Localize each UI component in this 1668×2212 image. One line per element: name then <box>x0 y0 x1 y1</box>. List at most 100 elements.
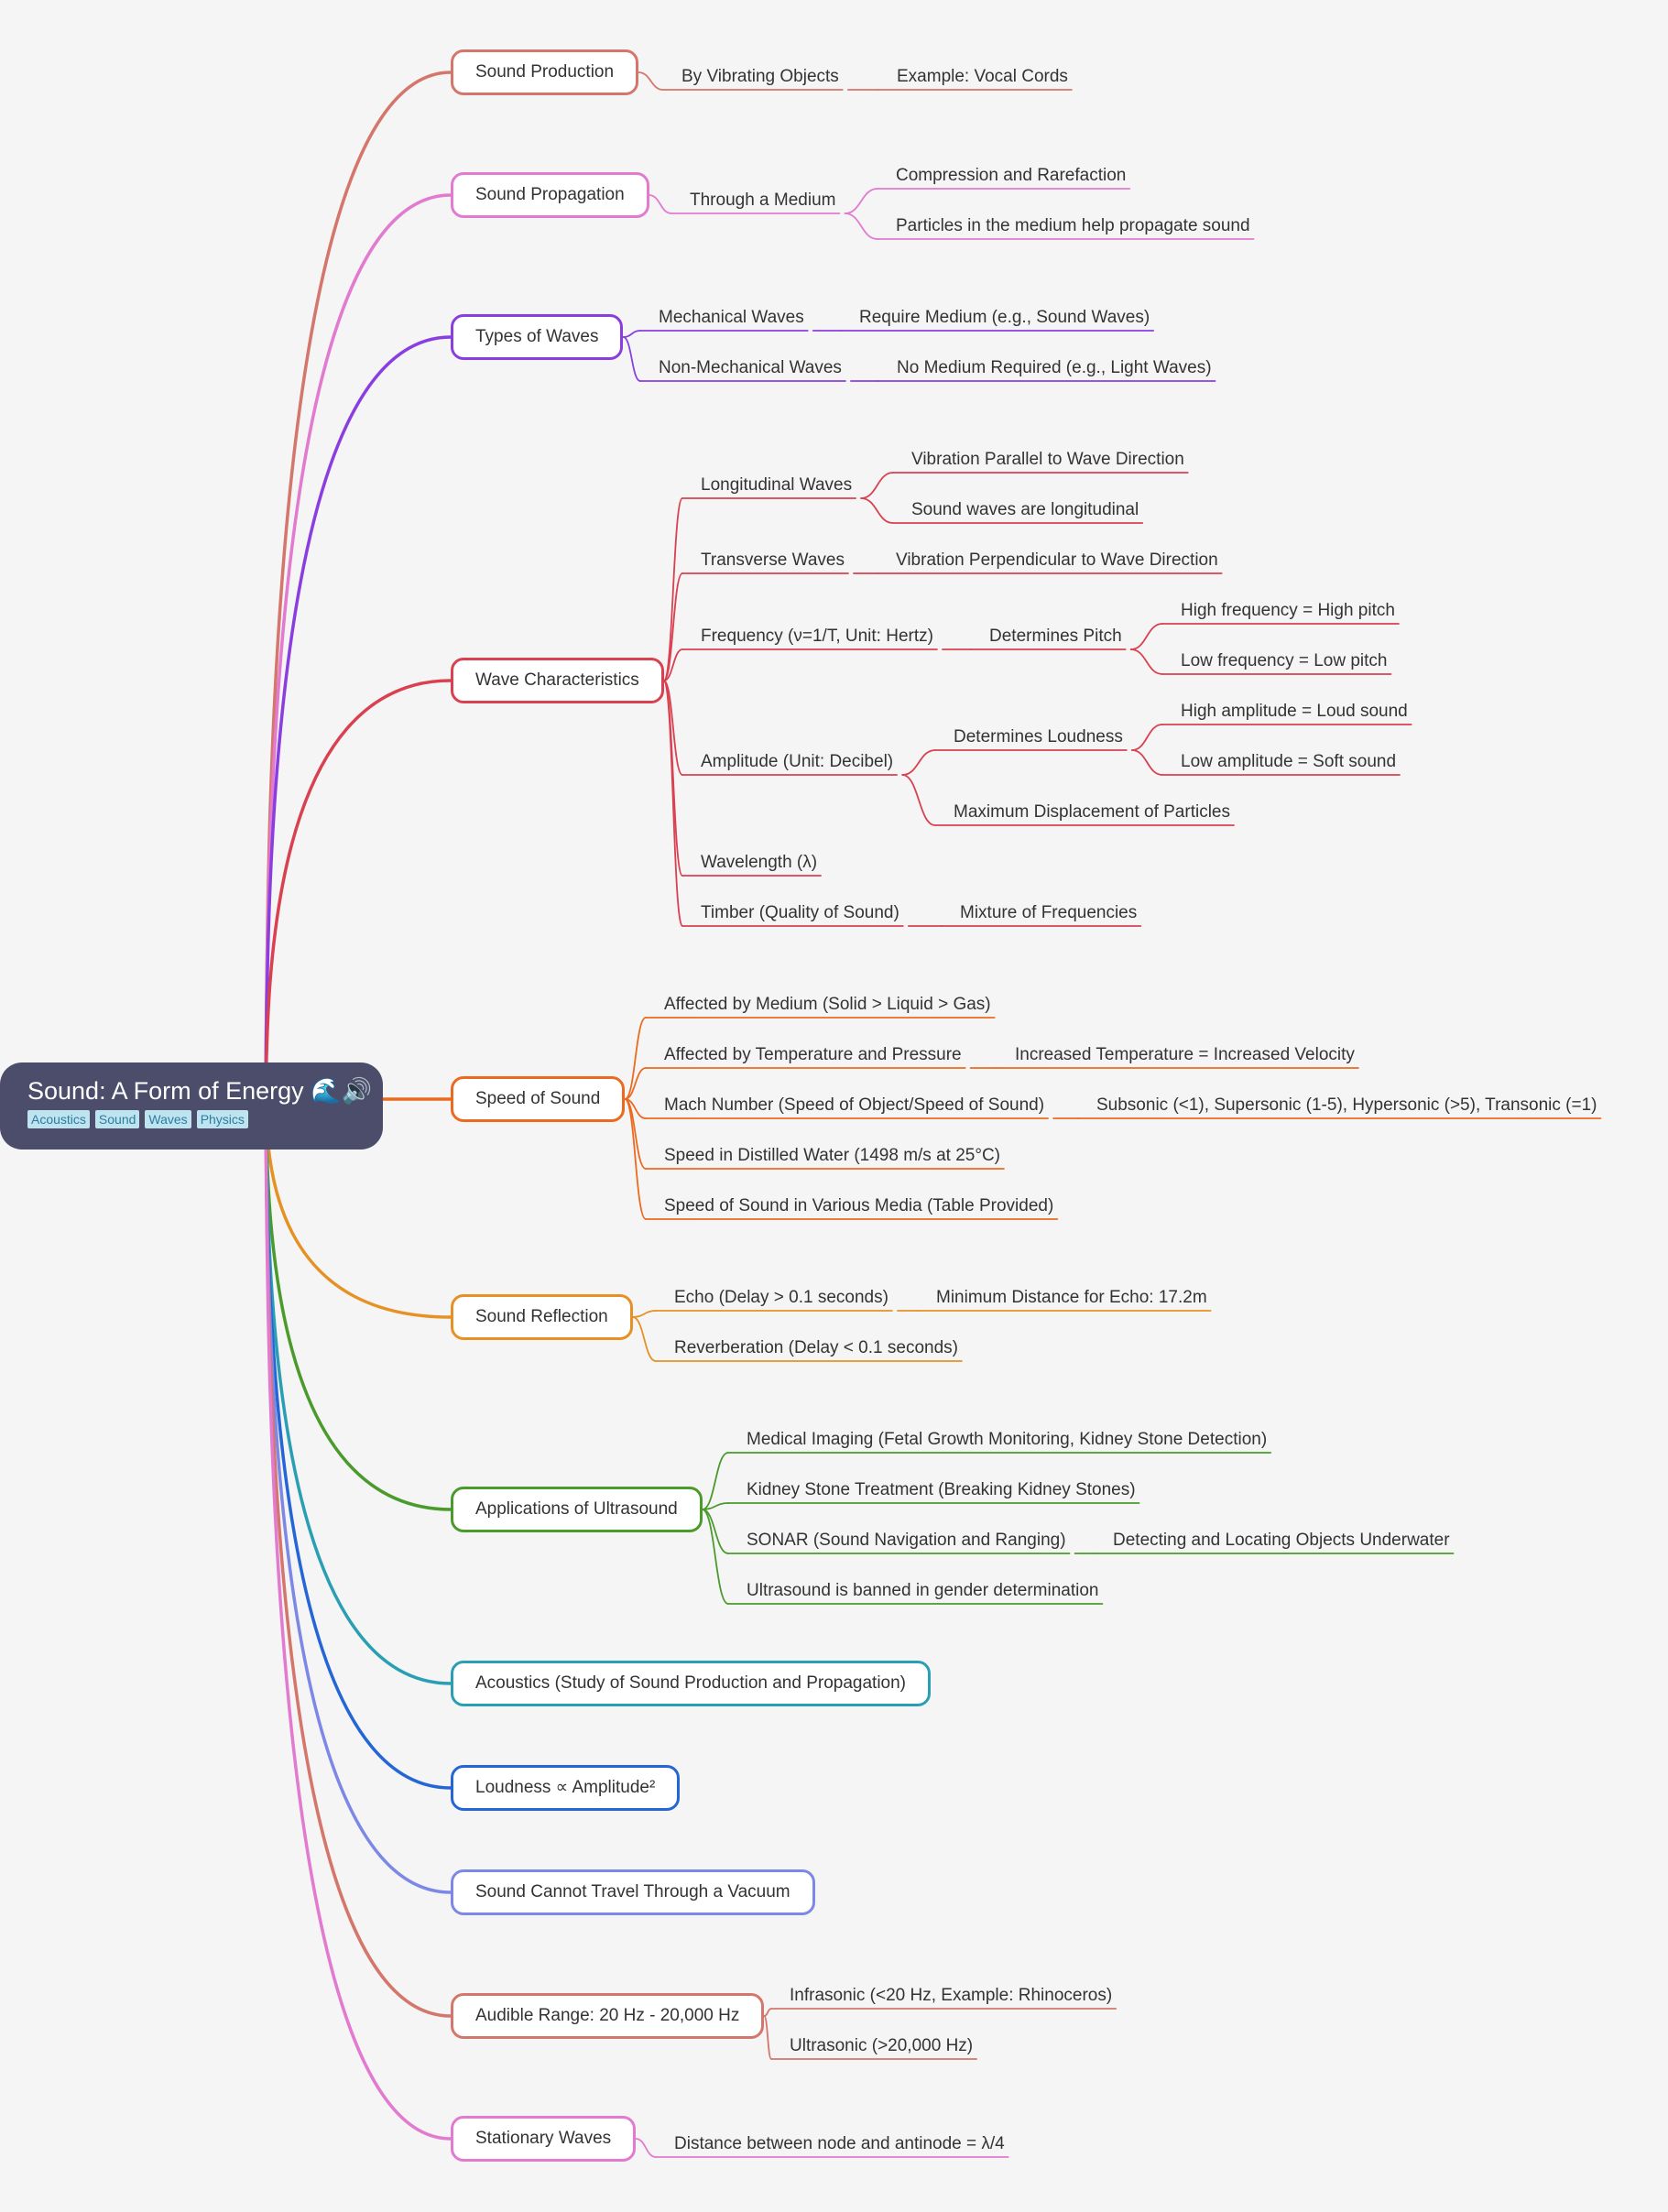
connector-branches-3-children-3-children-0-children-1 <box>1130 749 1163 776</box>
connector-branches-2-children-1 <box>622 336 641 382</box>
connector-branches-3-children-3-children-0-children-0 <box>1130 724 1163 751</box>
node-frequency[interactable]: Frequency (ν=1/T, Unit: Hertz) <box>701 627 933 646</box>
topic-loudness[interactable]: Loudness ∝ Amplitude² <box>451 1765 681 1811</box>
connector-topic-0 <box>264 71 452 1101</box>
node-detecting-objects[interactable]: Detecting and Locating Objects Underwate… <box>1113 1531 1450 1550</box>
connector-topic-11 <box>264 1097 452 2141</box>
topic-sound-production[interactable]: Sound Production <box>451 49 639 95</box>
node-transverse-waves[interactable]: Transverse Waves <box>701 550 845 570</box>
node-minimum-distance-echo[interactable]: Minimum Distance for Echo: 17.2m <box>936 1288 1207 1307</box>
node-speed-in-water[interactable]: Speed in Distilled Water (1498 m/s at 25… <box>664 1146 1000 1165</box>
connector-branches-4-children-1 <box>624 1067 647 1100</box>
connector-branches-3-children-2-children-0-children-0 <box>1129 623 1163 650</box>
connector-topic-9 <box>264 1097 452 1894</box>
node-high-frequency[interactable]: High frequency = High pitch <box>1181 601 1395 620</box>
connector-branches-1-children-0-children-1 <box>844 212 878 240</box>
node-infrasonic[interactable]: Infrasonic (<20 Hz, Example: Rhinoceros) <box>790 1986 1113 2005</box>
node-by-vibrating-objects[interactable]: By Vibrating Objects <box>681 67 839 86</box>
node-affected-by-medium[interactable]: Affected by Medium (Solid > Liquid > Gas… <box>664 995 991 1014</box>
connector-topic-6 <box>264 1097 452 1511</box>
node-amplitude[interactable]: Amplitude (Unit: Decibel) <box>701 752 894 771</box>
node-particles-propagate[interactable]: Particles in the medium help propagate s… <box>896 216 1250 235</box>
node-max-displacement[interactable]: Maximum Displacement of Particles <box>954 802 1230 822</box>
node-no-medium-required[interactable]: No Medium Required (e.g., Light Waves) <box>897 358 1212 377</box>
topic-vacuum[interactable]: Sound Cannot Travel Through a Vacuum <box>451 1869 815 1915</box>
node-ultrasound-banned[interactable]: Ultrasound is banned in gender determina… <box>747 1581 1099 1600</box>
topic-stationary-waves[interactable]: Stationary Waves <box>451 2116 637 2162</box>
connector-branches-6-children-0 <box>701 1452 729 1510</box>
topic-wave-characteristics[interactable]: Wave Characteristics <box>451 658 664 703</box>
node-increased-temperature[interactable]: Increased Temperature = Increased Veloci… <box>1015 1045 1355 1064</box>
node-mach-number[interactable]: Mach Number (Speed of Object/Speed of So… <box>664 1095 1045 1115</box>
node-mach-categories[interactable]: Subsonic (<1), Supersonic (1-5), Hyperso… <box>1096 1095 1597 1115</box>
node-low-amplitude[interactable]: Low amplitude = Soft sound <box>1181 752 1397 771</box>
connector-branches-3-children-1 <box>662 572 683 681</box>
node-example-vocal-cords[interactable]: Example: Vocal Cords <box>897 67 1068 86</box>
connector-branches-4-children-0 <box>624 1017 647 1100</box>
node-affected-by-temperature[interactable]: Affected by Temperature and Pressure <box>664 1045 962 1064</box>
connector-branches-2-children-0 <box>622 330 641 338</box>
node-vibration-perpendicular[interactable]: Vibration Perpendicular to Wave Directio… <box>896 550 1218 570</box>
connector-branches-10-children-1 <box>763 2015 772 2060</box>
node-sonar[interactable]: SONAR (Sound Navigation and Ranging) <box>747 1531 1066 1550</box>
tag-sound[interactable]: Sound <box>94 1110 140 1128</box>
node-timber[interactable]: Timber (Quality of Sound) <box>701 903 899 922</box>
tag-waves[interactable]: Waves <box>145 1110 191 1128</box>
node-longitudinal-waves[interactable]: Longitudinal Waves <box>701 475 853 495</box>
connector-branches-3-children-5 <box>662 680 683 927</box>
node-through-a-medium[interactable]: Through a Medium <box>690 191 836 210</box>
node-speed-various-media[interactable]: Speed of Sound in Various Media (Table P… <box>664 1196 1054 1215</box>
node-mechanical-waves[interactable]: Mechanical Waves <box>659 308 804 327</box>
node-determines-pitch[interactable]: Determines Pitch <box>989 627 1122 646</box>
connector-branches-3-children-3 <box>662 680 683 776</box>
node-compression-rarefaction[interactable]: Compression and Rarefaction <box>896 166 1127 185</box>
node-vibration-parallel[interactable]: Vibration Parallel to Wave Direction <box>911 450 1184 469</box>
connector-branches-11-children-0 <box>635 2138 657 2158</box>
connector-topic-2 <box>264 335 452 1101</box>
topic-sound-reflection[interactable]: Sound Reflection <box>451 1294 633 1340</box>
node-determines-loudness[interactable]: Determines Loudness <box>954 727 1123 746</box>
node-wavelength[interactable]: Wavelength (λ) <box>701 853 818 872</box>
connector-branches-3-children-0 <box>662 497 683 681</box>
connector-branches-6-children-3 <box>701 1509 729 1605</box>
topic-types-of-waves[interactable]: Types of Waves <box>451 314 624 360</box>
node-require-medium[interactable]: Require Medium (e.g., Sound Waves) <box>859 308 1150 327</box>
node-medical-imaging[interactable]: Medical Imaging (Fetal Growth Monitoring… <box>747 1430 1268 1449</box>
connector-branches-3-children-2-children-0-children-1 <box>1129 648 1163 675</box>
connector-branches-3-children-0-children-0 <box>860 472 894 499</box>
topic-acoustics[interactable]: Acoustics (Study of Sound Production and… <box>451 1661 932 1706</box>
connector-branches-3-children-4 <box>662 680 683 877</box>
connector-branches-3-children-2 <box>662 648 683 681</box>
topic-sound-propagation[interactable]: Sound Propagation <box>451 172 649 218</box>
connector-topic-8 <box>264 1097 452 1790</box>
connector-branches-4-children-4 <box>624 1098 647 1220</box>
connector-topic-1 <box>264 193 452 1101</box>
connector-branches-0-children-0 <box>638 71 664 91</box>
node-node-antinode-distance[interactable]: Distance between node and antinode = λ/4 <box>674 2134 1005 2153</box>
topic-audible-range[interactable]: Audible Range: 20 Hz - 20,000 Hz <box>451 1993 765 2039</box>
node-low-frequency[interactable]: Low frequency = Low pitch <box>1181 651 1388 670</box>
node-mixture-of-frequencies[interactable]: Mixture of Frequencies <box>960 903 1138 922</box>
topic-speed-of-sound[interactable]: Speed of Sound <box>451 1076 626 1122</box>
connector-branches-1-children-0 <box>648 194 672 214</box>
node-sound-waves-longitudinal[interactable]: Sound waves are longitudinal <box>911 500 1139 519</box>
connector-branches-3-children-3-children-1 <box>901 774 936 826</box>
connector-branches-3-children-0-children-1 <box>860 497 894 524</box>
node-ultrasonic[interactable]: Ultrasonic (>20,000 Hz) <box>790 2036 974 2055</box>
tag-physics[interactable]: Physics <box>196 1110 248 1128</box>
connector-branches-1-children-0-children-0 <box>844 188 878 214</box>
node-echo[interactable]: Echo (Delay > 0.1 seconds) <box>674 1288 889 1307</box>
node-kidney-stone-treatment[interactable]: Kidney Stone Treatment (Breaking Kidney … <box>747 1480 1136 1499</box>
topic-applications-of-ultrasound[interactable]: Applications of Ultrasound <box>451 1487 703 1532</box>
tag-acoustics[interactable]: Acoustics <box>27 1110 90 1128</box>
connector-topic-3 <box>264 679 452 1101</box>
node-reverberation[interactable]: Reverberation (Delay < 0.1 seconds) <box>674 1338 958 1357</box>
node-high-amplitude[interactable]: High amplitude = Loud sound <box>1181 702 1408 721</box>
connector-branches-5-children-1 <box>631 1316 657 1362</box>
node-non-mechanical-waves[interactable]: Non-Mechanical Waves <box>659 358 842 377</box>
root-title: Sound: A Form of Energy 🌊🔊 <box>27 1077 373 1105</box>
connector-branches-6-children-1 <box>701 1502 729 1510</box>
